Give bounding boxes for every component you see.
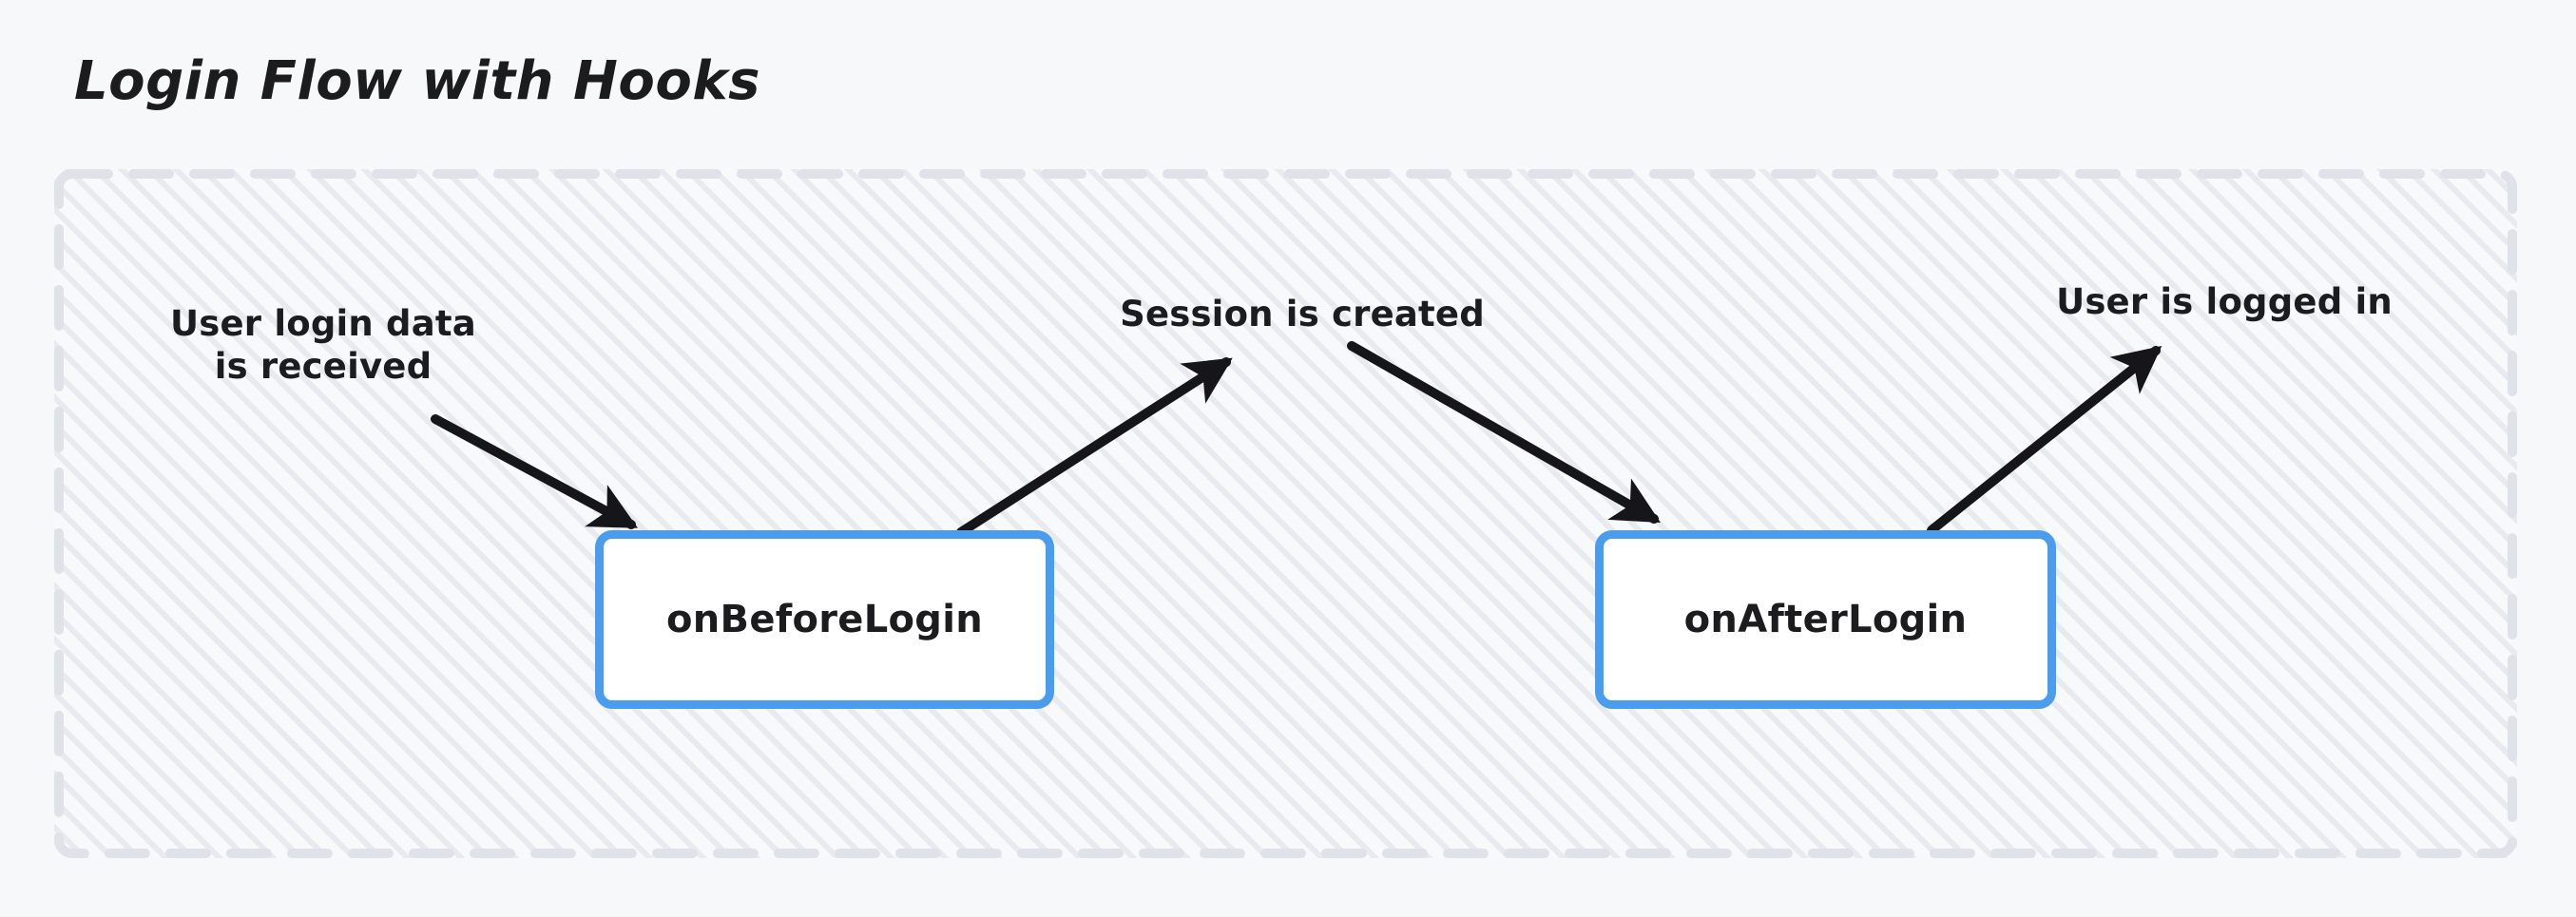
edge-label-user-login-data-is-received: User login data is received	[170, 303, 476, 388]
edge-label-user-is-logged-in: User is logged in	[2056, 281, 2393, 322]
node-on-after-login-label: onAfterLogin	[1683, 598, 1968, 641]
node-on-after-login[interactable]: onAfterLogin	[1595, 530, 2056, 709]
node-on-before-login-label: onBeforeLogin	[665, 598, 983, 641]
node-on-before-login[interactable]: onBeforeLogin	[595, 530, 1054, 709]
flow-container-surface	[54, 169, 2517, 858]
page-title: Login Flow with Hooks	[74, 50, 760, 112]
edge-label-session-is-created: Session is created	[1120, 294, 1485, 334]
